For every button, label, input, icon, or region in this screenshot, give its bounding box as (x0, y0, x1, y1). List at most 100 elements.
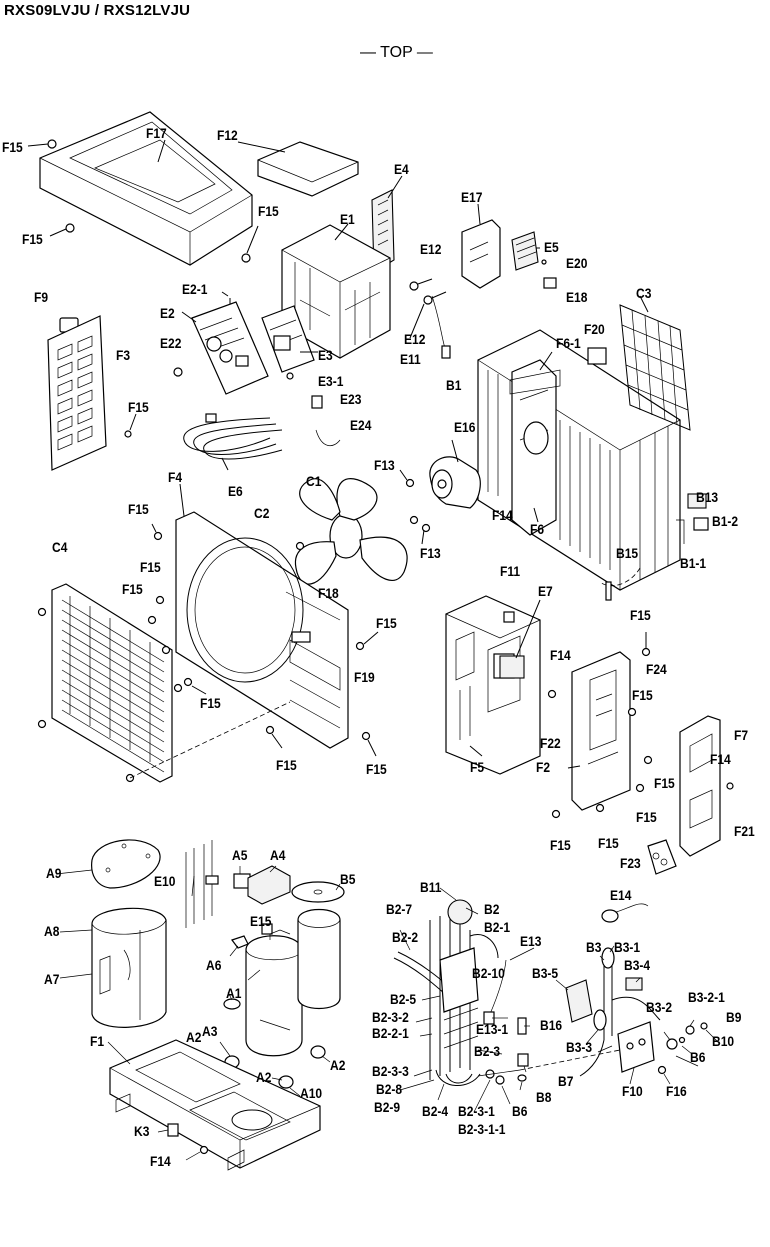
sensor-e11-screws-e12 (409, 278, 451, 359)
label-f10: F10 (622, 1083, 643, 1099)
label-e2: E2 (160, 305, 175, 321)
label-f16: F16 (666, 1083, 687, 1099)
label-b2-7: B2-7 (386, 901, 413, 917)
label-e2-1: E2-1 (182, 281, 208, 297)
label-b9: B9 (726, 1009, 742, 1025)
propeller-fan-c1 (294, 478, 408, 585)
rubber-feet-a2 (224, 1045, 326, 1089)
screws-f15-front (147, 523, 379, 757)
label-b6: B6 (690, 1049, 706, 1065)
label-f15: F15 (128, 399, 149, 415)
label-e4: E4 (394, 161, 409, 177)
label-b3-2-1: B3-2-1 (688, 989, 725, 1005)
label-f2: F2 (536, 759, 551, 775)
label-b3-3: B3-3 (566, 1039, 593, 1055)
screw-f14-middle (547, 689, 557, 699)
label-e1: E1 (340, 211, 355, 227)
label-f15: F15 (22, 231, 43, 247)
screws-f15-top (27, 139, 259, 263)
label-c1: C1 (306, 473, 322, 489)
label-e17: E17 (461, 189, 483, 205)
fan-motor-support-f6 (509, 351, 561, 536)
label-c3: C3 (636, 285, 652, 301)
label-f9: F9 (34, 289, 49, 305)
label-b3-2: B3-2 (646, 999, 673, 1015)
label-a8: A8 (44, 923, 60, 939)
label-a10: A10 (300, 1085, 323, 1101)
label-e11: E11 (400, 351, 421, 367)
label-f3: F3 (116, 347, 131, 363)
part-b3-5 (565, 979, 593, 1023)
label-b2-3-1-1: B2-3-1-1 (458, 1121, 506, 1137)
screw-e3-1 (286, 372, 294, 380)
label-f14: F14 (550, 647, 571, 663)
label-f11: F11 (500, 563, 521, 579)
label-b1: B1 (446, 377, 462, 393)
piping-b2-assembly (393, 899, 521, 1086)
label-f5: F5 (470, 759, 485, 775)
label-f13: F13 (374, 457, 395, 473)
label-b1-1: B1-1 (680, 555, 707, 571)
view-orientation-label: — TOP — (360, 44, 433, 61)
screw-e22 (173, 367, 183, 377)
label-f15: F15 (128, 501, 149, 517)
piping-b3-assembly (519, 947, 661, 1077)
part-e14 (601, 903, 649, 923)
label-f1: F1 (90, 1033, 105, 1049)
part-e23 (311, 395, 323, 409)
label-b2-3-1: B2-3-1 (458, 1103, 495, 1119)
label-f13: F13 (420, 545, 441, 561)
label-f21: F21 (734, 823, 755, 839)
label-b2-1: B2-1 (484, 919, 511, 935)
label-f18: F18 (318, 585, 339, 601)
screws-f15-right (551, 632, 653, 819)
label-a2: A2 (330, 1057, 346, 1073)
label-f6: F6 (530, 521, 545, 537)
label-f14: F14 (150, 1153, 171, 1169)
label-b8: B8 (536, 1089, 552, 1105)
front-grille-c4 (37, 583, 291, 783)
label-e12: E12 (404, 331, 426, 347)
label-e10: E10 (154, 873, 176, 889)
label-f14: F14 (492, 507, 513, 523)
partition-plate-f5 (445, 595, 541, 775)
label-f24: F24 (646, 661, 667, 677)
label-c2: C2 (254, 505, 270, 521)
label-e5: E5 (544, 239, 559, 255)
cover-f12 (237, 141, 359, 197)
label-f15: F15 (636, 809, 657, 825)
label-b2-3-2: B2-3-2 (372, 1009, 409, 1025)
label-b2-3-3: B2-3-3 (372, 1063, 409, 1079)
pcb-e2 (181, 301, 269, 395)
label-e3: E3 (318, 347, 333, 363)
label-f15: F15 (2, 139, 23, 155)
grille-c3 (619, 295, 691, 431)
label-f15: F15 (630, 607, 651, 623)
label-f12: F12 (217, 127, 238, 143)
plate-e3 (261, 305, 318, 373)
label-f15: F15 (376, 615, 397, 631)
harness-e6 (183, 413, 283, 471)
heater-e10 (185, 840, 219, 928)
label-b2-2-1: B2-2-1 (372, 1025, 409, 1041)
label-e13: E13 (520, 933, 542, 949)
label-b2-5: B2-5 (390, 991, 417, 1007)
label-f14: F14 (710, 751, 731, 767)
label-b11: B11 (420, 879, 442, 895)
label-b2-3: B2-3 (474, 1043, 501, 1059)
label-a6: A6 (206, 957, 222, 973)
terminal-cover-a4 (247, 865, 291, 905)
label-f15: F15 (258, 203, 279, 219)
label-b5: B5 (340, 871, 356, 887)
label-f19: F19 (354, 669, 375, 685)
label-b7: B7 (558, 1073, 574, 1089)
label-f15: F15 (200, 695, 221, 711)
label-e14: E14 (610, 887, 632, 903)
label-f23: F23 (620, 855, 641, 871)
nut-c2 (295, 541, 305, 551)
label-b3: B3 (586, 939, 602, 955)
leader-lines (55, 865, 721, 1161)
label-e12: E12 (420, 241, 442, 257)
bracket-e17 (461, 203, 501, 289)
